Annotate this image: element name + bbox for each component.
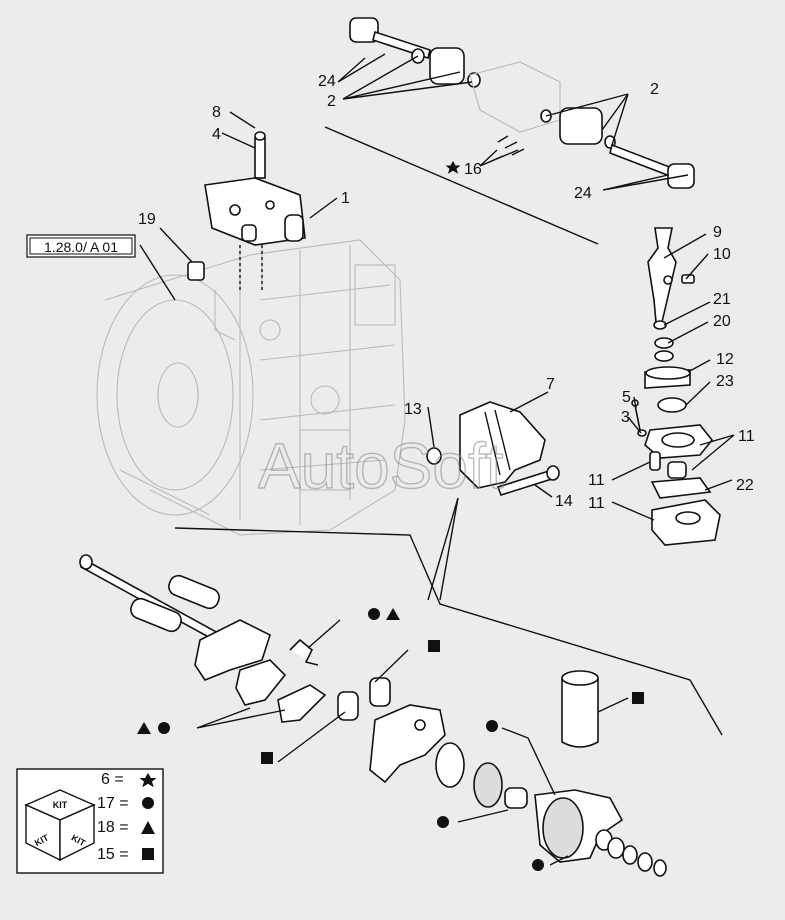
callout-24: 24 <box>318 73 336 90</box>
callout-23: 23 <box>716 373 734 390</box>
callout-16: 16 <box>464 161 482 178</box>
lever-bracket-center <box>426 401 560 496</box>
kit-box-label: KIT <box>53 800 68 810</box>
lower-exploded-parts <box>79 554 667 877</box>
solenoid-valve-top <box>349 17 695 189</box>
star-icon <box>139 773 157 788</box>
callout-22: 22 <box>736 477 754 494</box>
callout-4: 4 <box>212 126 221 143</box>
callout-1: 1 <box>341 190 350 207</box>
callout-21: 21 <box>713 291 731 308</box>
square-marker <box>632 692 644 704</box>
square-icon <box>142 848 154 860</box>
kit-legend: KIT KIT KIT 6 = 17 = 18 = 15 = <box>16 768 164 874</box>
legend-code: 18 = <box>97 819 129 836</box>
watermark: AutoSoft <box>258 430 504 502</box>
callout-13: 13 <box>404 401 422 418</box>
triangle-icon <box>141 821 155 834</box>
triangle-marker <box>137 722 151 734</box>
circle-marker <box>532 859 544 871</box>
callout-24: 24 <box>574 185 592 202</box>
callout-5: 5 <box>622 389 631 406</box>
callout-12: 12 <box>716 351 734 368</box>
callout-2: 2 <box>650 81 659 98</box>
callout-10: 10 <box>713 246 731 263</box>
circle-icon <box>142 797 154 809</box>
callout-14: 14 <box>555 493 573 510</box>
callout-8: 8 <box>212 104 221 121</box>
legend-code: 15 = <box>97 846 129 863</box>
explode-lines <box>174 126 723 736</box>
callout-11: 11 <box>588 472 605 489</box>
leader-lines <box>139 53 735 866</box>
reference-box: 1.28.0/ A 01 <box>26 234 136 258</box>
callout-3: 3 <box>621 409 630 426</box>
callout-11: 11 <box>738 428 755 445</box>
circle-marker <box>437 816 449 828</box>
callout-labels: 24 2 2 24 8 4 16 1 19 9 10 21 20 12 23 5… <box>138 73 755 512</box>
triangle-marker <box>386 608 400 620</box>
callout-7: 7 <box>546 376 555 393</box>
circle-marker <box>486 720 498 732</box>
reference-label: 1.28.0/ A 01 <box>44 239 118 255</box>
square-marker <box>428 640 440 652</box>
callout-9: 9 <box>713 224 722 241</box>
kit-box-icon: KIT KIT KIT <box>24 789 96 862</box>
circle-marker <box>158 722 170 734</box>
star-marker <box>445 161 461 174</box>
kit-markers <box>137 161 644 871</box>
circle-marker <box>368 608 380 620</box>
callout-20: 20 <box>713 313 731 330</box>
callout-19: 19 <box>138 211 156 228</box>
callout-11: 11 <box>588 495 605 512</box>
square-marker <box>261 752 273 764</box>
selector-linkage-right <box>631 227 721 546</box>
legend-code: 17 = <box>97 795 129 812</box>
legend-code: 6 = <box>101 771 124 788</box>
control-valve-block <box>204 131 306 246</box>
plug-19 <box>187 261 205 281</box>
callout-2: 2 <box>327 93 336 110</box>
